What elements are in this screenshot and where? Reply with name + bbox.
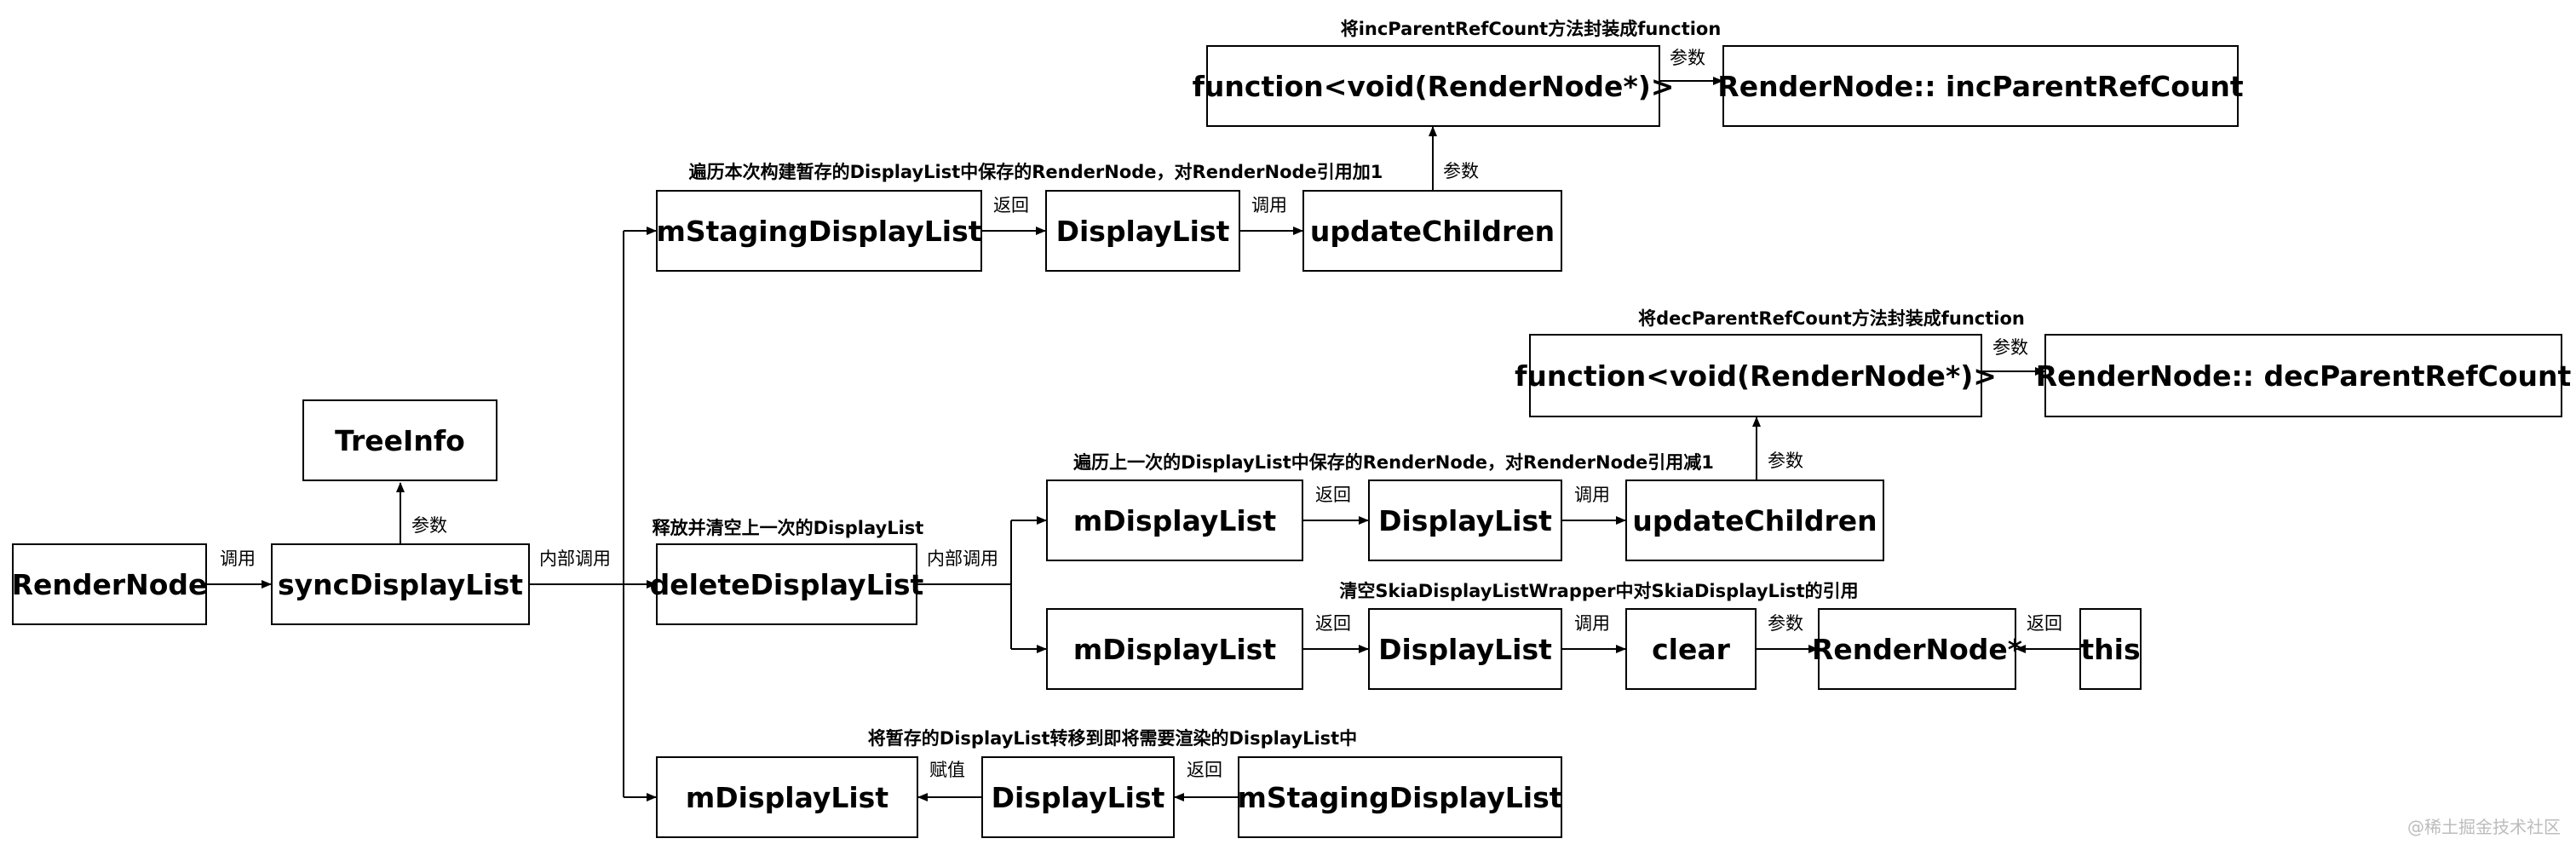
label-return: 返回 [1315,613,1351,634]
label-param: 参数 [1768,613,1803,634]
node-deletedisplaylist: deleteDisplayList [650,543,923,625]
label-call: 调用 [1574,485,1610,505]
label-return: 返回 [2027,613,2062,634]
node-rendernode-ptr: RenderNode* [1812,608,2022,690]
node-displaylist-top: DisplayList [1045,190,1240,272]
label-internal-call: 内部调用 [539,548,611,569]
node-decparentrefcount: RenderNode:: decParentRefCount [2036,334,2571,417]
node-updatechildren-mid: updateChildren [1625,480,1884,561]
note-release-clear: 释放并清空上一次的DisplayList [652,518,924,538]
label-call: 调用 [1574,613,1610,634]
label-param: 参数 [411,515,447,536]
label-return: 返回 [1315,485,1351,505]
label-param: 参数 [1443,161,1479,181]
node-updatechildren-top: updateChildren [1302,190,1562,272]
watermark: @稀土掘金技术社区 [2407,817,2561,837]
label-call: 调用 [220,548,256,569]
node-incparentrefcount: RenderNode:: incParentRefCount [1717,45,2244,127]
node-mstagingdisplaylist-bottom: mStagingDisplayList [1237,756,1563,838]
label-internal-call: 内部调用 [927,548,998,569]
note-traverse-staging: 遍历本次构建暂存的DisplayList中保存的RenderNode，对Rend… [688,162,1383,182]
node-displaylist-mid1: DisplayList [1368,480,1562,561]
node-mdisplaylist-mid2: mDisplayList [1046,608,1303,690]
note-traverse-previous: 遍历上一次的DisplayList中保存的RenderNode，对RenderN… [1073,452,1714,473]
note-inc-wrap: 将incParentRefCount方法封装成function [1340,19,1722,39]
label-return: 返回 [993,195,1029,215]
node-mstagingdisplaylist-top: mStagingDisplayList [656,190,982,272]
node-treeinfo: TreeInfo [302,399,497,481]
node-function-dec: function<void(RenderNode*)> [1515,334,1997,417]
label-assign: 赋值 [929,760,965,780]
note-dec-wrap: 将decParentRefCount方法封装成function [1638,308,2025,329]
note-clear-wrapper: 清空SkiaDisplayListWrapper中对SkiaDisplayLis… [1339,581,1859,601]
node-function-inc: function<void(RenderNode*)> [1193,45,1674,127]
node-this: this [2079,608,2142,690]
label-param: 参数 [1992,337,2028,358]
node-displaylist-mid2: DisplayList [1368,608,1562,690]
node-rendernode: RenderNode [12,543,207,625]
label-param: 参数 [1670,48,1705,68]
label-param: 参数 [1768,451,1803,471]
node-displaylist-bottom: DisplayList [981,756,1175,838]
node-mdisplaylist-mid1: mDisplayList [1046,480,1303,561]
label-call: 调用 [1251,195,1287,215]
node-clear: clear [1625,608,1757,690]
label-return: 返回 [1187,760,1222,780]
node-syncdisplaylist: syncDisplayList [271,543,530,625]
note-transfer: 将暂存的DisplayList转移到即将需要渲染的DisplayList中 [867,728,1358,749]
node-mdisplaylist-bottom: mDisplayList [656,756,918,838]
